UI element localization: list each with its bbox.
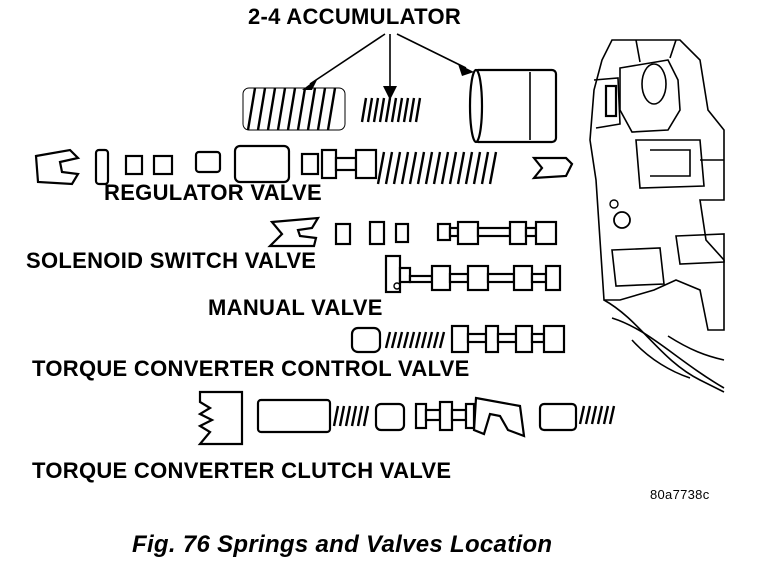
accumulator-small-spring <box>360 97 422 123</box>
accumulator-callout-arrows <box>302 33 474 100</box>
solenoid-switch-valve-label: SOLENOID SWITCH VALVE <box>26 248 317 273</box>
tcc-control-valve-parts <box>350 324 566 354</box>
manual-valve-parts <box>384 254 562 294</box>
figure-caption: Fig. 76 Springs and Valves Location <box>132 531 553 558</box>
solenoid-switch-valve-parts <box>267 216 558 248</box>
regulator-valve-parts <box>34 144 574 186</box>
accumulator-label: 2-4 ACCUMULATOR <box>248 4 462 29</box>
tcc-clutch-valve-label: TORQUE CONVERTER CLUTCH VALVE <box>32 458 452 483</box>
accumulator-large-spring <box>242 87 346 131</box>
tcc-clutch-valve-parts <box>197 390 616 446</box>
valve-body-housing <box>589 39 725 393</box>
tcc-control-valve-label: TORQUE CONVERTER CONTROL VALVE <box>32 356 470 381</box>
figure-code: 80a7738c <box>650 487 710 502</box>
manual-valve-label: MANUAL VALVE <box>208 295 383 320</box>
accumulator-piston <box>468 68 558 144</box>
regulator-valve-label: REGULATOR VALVE <box>104 180 322 205</box>
